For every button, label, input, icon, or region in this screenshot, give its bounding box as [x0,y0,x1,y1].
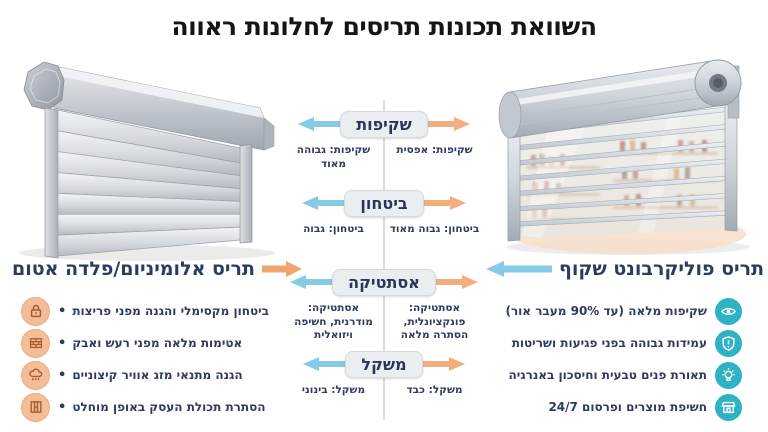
comparison-row-security: ביטחון ביטחון: גבוה ביטחון: גבוה מאוד [283,188,485,237]
comparison-label: אסתטיקה [332,268,436,296]
blue-arrow-left-icon [486,261,552,277]
bullet: • [58,335,67,351]
orange-arrow-right-icon [429,275,478,289]
closed-door-icon [21,392,50,422]
aluminum-shutter-illustration [19,61,275,261]
lightbulb-icon [715,361,742,389]
comparison-value-right: שקיפות: אפסית [396,144,473,156]
comparison-label: ביטחון [344,189,424,217]
feature-text: עמידות גבוהה בפני פגיעות ושריטות [511,336,707,350]
orange-arrow-right-icon [416,357,465,371]
list-item: • הסתרת תכולת העסק באופן מוחלט [21,392,269,422]
list-item: • אטימות מלאה מפני רעש ואבק [21,328,269,358]
polycarbonate-shutter-illustration [498,59,750,255]
blue-arrow-left-icon [302,196,351,210]
comparison-value-left: ביטחון: גבוה [303,223,364,235]
orange-arrow-right-icon [417,196,466,210]
comparison-label: משקל [345,350,423,378]
heading-text: תריס פוליקרבונט שקוף [559,258,765,280]
comparison-value-right: אסתטיקה: פונקציונלית, הסתרה מלאה [400,302,469,342]
blue-arrow-left-icon [298,117,347,131]
brick-wall-icon [21,328,50,358]
bullet: • [58,399,67,415]
list-item: • הגנה מתנאי מזג אוויר קיצוניים [21,360,269,390]
feature-text: ביטחון מקסימלי והגנה מפני פריצות [72,304,269,318]
aluminum-feature-list: • ביטחון מקסימלי והגנה מפני פריצות • אטי… [21,296,269,422]
blue-arrow-left-icon [303,357,352,371]
list-item: תאורת פנים טבעית וחיסכון באנרגיה [508,361,742,389]
feature-text: הסתרת תכולת העסק באופן מוחלט [72,400,266,414]
feature-text: הגנה מתנאי מזג אוויר קיצוניים [72,368,243,382]
feature-text: תאורת פנים טבעית וחיסכון באנרגיה [508,368,707,382]
comparison-row-aesthetics: אסתטיקה אסתטיקה: מודרנית, חשיפה ויזואלית… [283,267,485,343]
center-divider [383,100,385,420]
comparison-label: שקיפות [340,110,428,138]
list-item: חשיפת מוצרים ופרסום 24/7 [548,393,742,421]
comparison-row-weight: משקל משקל: בינוני משקל: כבד [283,349,485,398]
list-item: • ביטחון מקסימלי והגנה מפני פריצות [21,296,269,326]
feature-text: שקיפות מלאה (עד 90% מעבר אור) [505,304,707,318]
comparison-value-right: ביטחון: גבוה מאוד [389,223,480,235]
orange-arrow-right-icon [421,117,470,131]
feature-text: אטימות מלאה מפני רעש ואבק [72,336,243,350]
aluminum-shutter-heading: תריס אלומיניום/פלדה אטום [12,258,302,280]
comparison-value-left: אסתטיקה: מודרנית, חשיפה ויזואלית [294,302,373,342]
list-item: שקיפות מלאה (עד 90% מעבר אור) [505,297,742,325]
blue-arrow-left-icon [290,275,339,289]
padlock-icon [21,296,50,326]
storefront-icon [715,393,742,421]
feature-text: חשיפת מוצרים ופרסום 24/7 [548,400,707,414]
bullet: • [58,367,67,383]
polycarbonate-shutter-heading: תריס פוליקרבונט שקוף [486,258,764,280]
heading-text: תריס אלומיניום/פלדה אטום [12,258,255,280]
comparison-value-left: שקיפות: גבוהה מאוד [296,144,371,170]
page-title: השוואת תכונות תריסים לחלונות ראווה [171,12,597,41]
list-item: עמידות גבוהה בפני פגיעות ושריטות [512,329,742,357]
bullet: • [58,303,67,319]
comparison-value-right: משקל: כבד [406,384,463,396]
eye-icon [715,297,742,325]
polycarbonate-feature-list: שקיפות מלאה (עד 90% מעבר אור) עמידות גבו… [505,297,742,421]
comparison-row-transparency: שקיפות שקיפות: גבוהה מאוד שקיפות: אפסית [283,109,485,171]
comparison-value-left: משקל: בינוני [301,384,366,396]
shield-icon [715,329,742,357]
orange-arrow-right-icon [261,261,302,277]
storm-cloud-icon [21,360,50,390]
